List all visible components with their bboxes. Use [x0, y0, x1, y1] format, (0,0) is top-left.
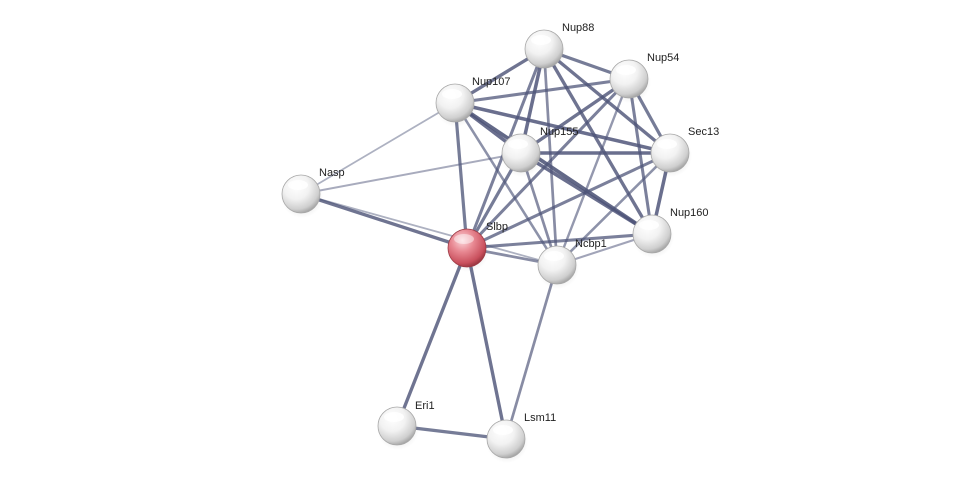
node-label-nasp: Nasp [319, 167, 345, 179]
node-label-nup88: Nup88 [562, 22, 594, 34]
node-label-nup107: Nup107 [472, 76, 511, 88]
edge-nasp-slbp[interactable] [299, 192, 469, 250]
edge-sec13-ncbp1[interactable] [555, 151, 672, 267]
edge-nup160-slbp[interactable] [465, 232, 654, 250]
node-sec13[interactable]: Sec13 [650, 126, 719, 177]
edge-nup107-slbp[interactable] [453, 101, 469, 250]
edge-ncbp1-lsm11[interactable] [504, 263, 559, 441]
edge-nup88-ncbp1[interactable] [542, 47, 559, 267]
node-highlight [639, 220, 659, 230]
node-highlight [288, 180, 308, 190]
node-label-nup155: Nup155 [540, 126, 579, 138]
node-nup160[interactable]: Nup160 [632, 207, 709, 258]
edge-nup88-nup160[interactable] [542, 47, 654, 236]
node-ncbp1[interactable]: Ncbp1 [537, 238, 607, 289]
node-label-slbp: Slbp [486, 221, 508, 233]
node-slbp[interactable]: Slbp [447, 221, 508, 272]
node-highlight [544, 251, 564, 261]
edge-slbp-lsm11[interactable] [465, 246, 508, 441]
node-nup107[interactable]: Nup107 [435, 76, 511, 127]
node-nup155[interactable]: Nup155 [501, 126, 579, 177]
node-highlight [442, 89, 462, 99]
query-node-sphere[interactable] [447, 228, 487, 268]
node-label-sec13: Sec13 [688, 126, 719, 138]
node-lsm11[interactable]: Lsm11 [486, 412, 556, 463]
edge-nasp-ncbp1[interactable] [300, 193, 558, 266]
node-nup54[interactable]: Nup54 [609, 52, 679, 103]
edge-slbp-eri1[interactable] [395, 246, 469, 428]
edge-nup54-nup160[interactable] [627, 77, 654, 236]
node-eri1[interactable]: Eri1 [377, 400, 435, 450]
node-label-nup160: Nup160 [670, 207, 709, 219]
node-label-nup54: Nup54 [647, 52, 679, 64]
node-label-eri1: Eri1 [415, 400, 435, 412]
edge-nup107-sec13[interactable] [453, 101, 672, 155]
edge-nup54-nup155[interactable] [519, 77, 631, 155]
node-highlight [657, 139, 677, 149]
node-label-ncbp1: Ncbp1 [575, 238, 607, 250]
edge-nup107-ncbp1[interactable] [453, 101, 559, 267]
edge-nup54-nup107[interactable] [453, 77, 631, 105]
node-highlight [531, 35, 551, 45]
node-nasp[interactable]: Nasp [281, 167, 345, 218]
node-highlight [493, 425, 513, 435]
node-highlight [454, 234, 474, 244]
node-highlight [384, 412, 404, 422]
node-label-lsm11: Lsm11 [524, 412, 556, 424]
edge-nup107-nasp[interactable] [300, 102, 456, 195]
node-nup88[interactable]: Nup88 [524, 22, 594, 73]
edge-sec13-slbp[interactable] [465, 151, 672, 250]
node-highlight [616, 65, 636, 75]
edge-nup54-ncbp1[interactable] [555, 77, 631, 267]
node-highlight [508, 139, 528, 149]
edge-nup155-nasp[interactable] [300, 152, 522, 195]
